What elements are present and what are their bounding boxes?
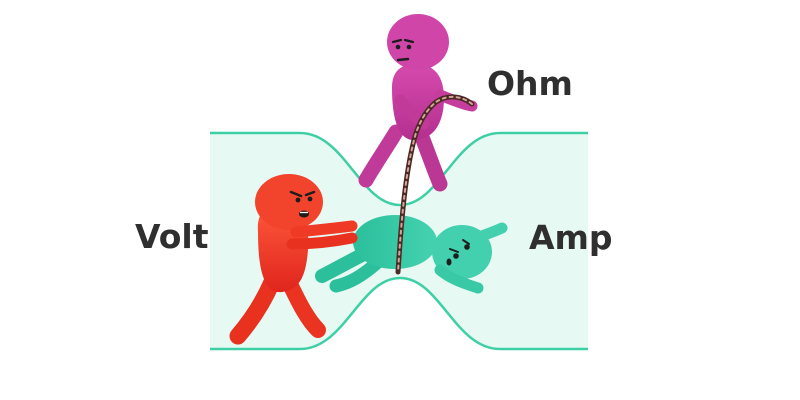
- volt-leg: [282, 276, 326, 338]
- volt-eye: [295, 197, 301, 203]
- volt-head: [255, 174, 323, 230]
- channel-bottom-edge: [210, 276, 588, 351]
- amp-brow: [462, 239, 470, 245]
- ohm-eye: [406, 44, 412, 50]
- amp-brow: [449, 248, 459, 253]
- ohm-brow: [403, 38, 415, 44]
- volt-eye: [307, 196, 313, 202]
- volt-arm: [286, 232, 358, 250]
- amp-arm: [434, 264, 484, 294]
- amp-mouth: [446, 258, 452, 266]
- amp-eye: [453, 253, 459, 259]
- ohm-eye: [395, 44, 401, 50]
- ohm-mouth: [396, 57, 410, 62]
- volt-character-icon: [229, 174, 358, 345]
- amp-body: [353, 215, 437, 269]
- ohm-brow: [391, 38, 403, 44]
- ohm-label: Ohm: [487, 64, 573, 103]
- volt-brow: [289, 190, 303, 198]
- ohm-leg: [358, 124, 404, 188]
- ohm-head: [387, 14, 449, 70]
- rope-twist: [397, 96, 473, 273]
- amp-label: Amp: [529, 218, 613, 257]
- volt-brow: [304, 190, 316, 197]
- ohm-leg: [412, 124, 448, 192]
- rope-icon: [395, 94, 475, 275]
- volt-leg: [229, 273, 281, 345]
- amp-character-icon: [315, 215, 508, 294]
- volt-label: Volt: [135, 217, 209, 256]
- amp-arm: [464, 222, 508, 246]
- amp-eye: [464, 244, 470, 250]
- volt-arm: [290, 220, 358, 238]
- ohm-body: [392, 64, 444, 141]
- channel-top-edge: [210, 131, 588, 207]
- volt-mouth: [299, 210, 309, 218]
